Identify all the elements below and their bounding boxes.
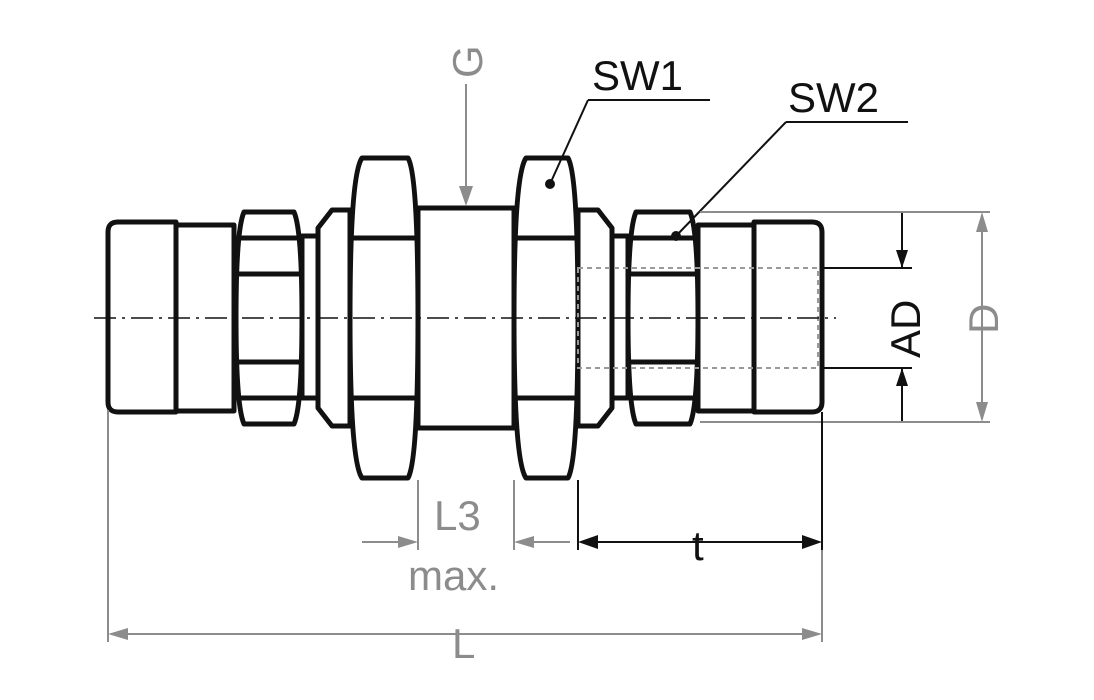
t-dimension [577, 412, 823, 550]
right-end-cap [695, 219, 825, 415]
ad-label: AD [882, 300, 929, 358]
d-label: D [960, 304, 1007, 334]
t-label: t [692, 522, 704, 569]
sw2-leader [675, 121, 908, 237]
left-collars [299, 207, 353, 429]
sw1-label: SW1 [592, 52, 683, 99]
l3-max-label: max. [408, 552, 499, 599]
left-end-cap [105, 219, 237, 415]
l-dimension [107, 410, 823, 642]
ad-dimension [820, 212, 912, 422]
g-thread-pointer [459, 84, 473, 206]
g-label: G [444, 45, 491, 78]
l3-label: L3 [434, 492, 481, 539]
sw1-leader [549, 99, 710, 185]
l3-dimension [362, 480, 570, 550]
d-dimension [700, 211, 990, 423]
sw2-label: SW2 [788, 74, 879, 121]
l-label: L [452, 620, 475, 667]
